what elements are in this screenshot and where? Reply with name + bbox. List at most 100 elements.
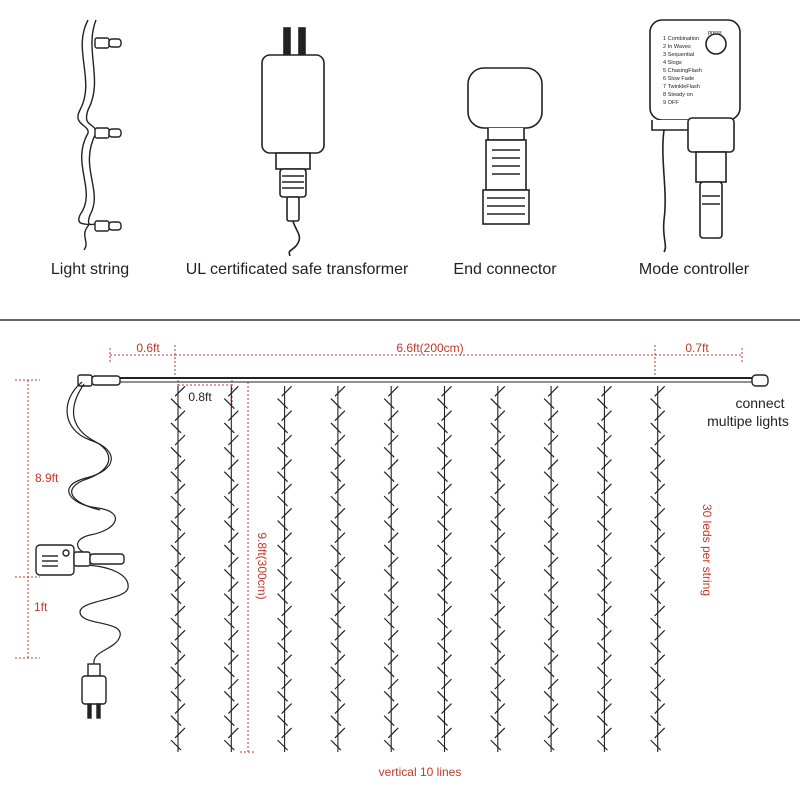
right-gap-label: 0.7ft [685, 341, 709, 355]
light-string-illustration [77, 19, 122, 251]
mode-button-label: press [708, 30, 722, 36]
mode-item: 7 TwinkleFlash [663, 84, 700, 90]
led-bulb [600, 507, 612, 519]
led-string [490, 385, 506, 752]
mode-item: 8 Steady on [663, 92, 693, 98]
led-bulb [387, 727, 399, 739]
led-string [596, 385, 612, 752]
led-bulb [383, 520, 395, 531]
led-bulb [170, 642, 182, 653]
led-bulb [387, 459, 399, 470]
led-bulb [330, 471, 342, 483]
led-bulb [654, 703, 666, 714]
led-bulb [174, 678, 186, 690]
led-bulb [437, 642, 448, 653]
led-bulb [334, 654, 346, 666]
led-bulb [596, 715, 608, 727]
led-bulb [596, 446, 608, 458]
led-bulb [170, 544, 182, 556]
led-bulb [277, 446, 289, 458]
led-bulb [383, 642, 395, 653]
led-bulb [383, 422, 395, 434]
led-bulb [654, 605, 666, 617]
led-bulb [330, 690, 342, 702]
connect-note-line1: connect [735, 395, 784, 411]
led-bulb [281, 385, 293, 397]
led-bulb [600, 459, 612, 470]
end-connector-illustration [467, 67, 543, 225]
led-bulb [494, 605, 506, 617]
led-bulb [330, 544, 342, 556]
led-bulb [494, 556, 506, 568]
led-bulb [223, 715, 235, 727]
led-bulb [490, 593, 502, 605]
led-bulb [387, 556, 399, 568]
width-label: 6.6ft(200cm) [396, 341, 463, 355]
led-bulb [437, 715, 448, 727]
led-bulb [174, 581, 186, 592]
led-bulb [174, 483, 186, 495]
led-bulb [650, 422, 662, 434]
led-bulb [600, 556, 612, 568]
led-bulb [547, 629, 559, 641]
led-bulb [490, 568, 502, 580]
led-bulb [654, 727, 666, 739]
led-bulb [494, 459, 506, 470]
mode-item: 1 Combination [663, 36, 699, 42]
mode-button-icon [705, 33, 727, 55]
led-bulb [437, 690, 448, 702]
inline-controller-icon [35, 544, 125, 576]
led-bulb [547, 385, 559, 397]
led-bulb [654, 507, 666, 519]
led-bulb [490, 666, 502, 678]
led-bulb [383, 593, 395, 605]
led-bulb [543, 715, 555, 727]
mode-item: 5 ChasingFlash [663, 68, 702, 74]
led-bulb [387, 507, 399, 519]
led-bulb [387, 703, 399, 714]
led-string [437, 385, 452, 752]
main-cable [77, 374, 769, 387]
led-bulb [334, 410, 346, 422]
led-string [650, 385, 666, 752]
led-bulb [277, 617, 289, 629]
led-bulb [596, 422, 608, 434]
led-bulb [547, 483, 559, 495]
led-bulb [334, 459, 346, 470]
led-bulb [494, 434, 506, 446]
led-bulb [490, 520, 502, 531]
led-bulb [547, 507, 559, 519]
led-bulb [383, 471, 395, 483]
led-bulb [547, 581, 559, 592]
light-string-bulb [94, 127, 122, 139]
led-bulb [227, 654, 239, 666]
led-bulb [223, 446, 235, 458]
led-bulb [441, 532, 452, 544]
led-bulb [174, 654, 186, 666]
mode-item: 3 Sequential [663, 52, 694, 58]
led-bulb [654, 629, 666, 641]
led-bulb [170, 398, 182, 409]
mode-item: 9 OFF [663, 100, 679, 106]
led-bulb [547, 556, 559, 568]
led-bulb [650, 568, 662, 580]
led-bulb [170, 715, 182, 727]
led-bulb [494, 703, 506, 714]
led-bulb [330, 568, 342, 580]
led-bulb [547, 434, 559, 446]
lead-cable [66, 381, 129, 665]
led-bulb [223, 666, 235, 678]
led-bulb [494, 581, 506, 592]
led-bulb [437, 593, 448, 605]
led-bulb [223, 690, 235, 702]
led-bulb [494, 629, 506, 641]
led-bulb [223, 642, 235, 653]
vertical-lines-label: vertical 10 lines [379, 765, 462, 779]
led-bulb [330, 666, 342, 678]
led-bulb [227, 532, 239, 544]
led-bulb [330, 398, 342, 409]
led-bulb [277, 544, 289, 556]
led-string [277, 385, 293, 752]
led-bulb [334, 385, 346, 397]
